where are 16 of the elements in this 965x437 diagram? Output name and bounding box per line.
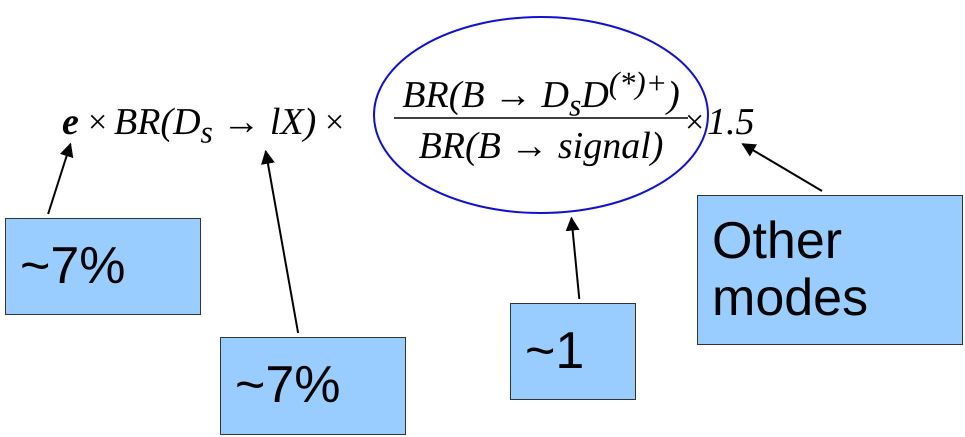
arrow [47,142,74,214]
formula-term: BR(D$_{s}$ → lX) [114,103,316,148]
multiplication-sign: × [685,106,704,140]
callout-box: ~7% [220,337,406,435]
fraction-numerator: BR(B → D$_{s}$D$^{(*)+}$) [402,74,680,116]
formula-term: e [62,103,79,141]
arrow [261,150,300,334]
multiplication-sign: × [88,106,108,140]
formula-term: 1.5 [707,103,754,141]
callout-box: ~7% [5,218,201,315]
fraction-denominator: BR(B → signal) [418,125,664,167]
arrow [566,216,580,300]
arrow [741,143,823,192]
callout-box: Other modes [697,195,963,345]
multiplication-sign: × [325,106,344,140]
callout-box: ~1 [510,303,636,400]
